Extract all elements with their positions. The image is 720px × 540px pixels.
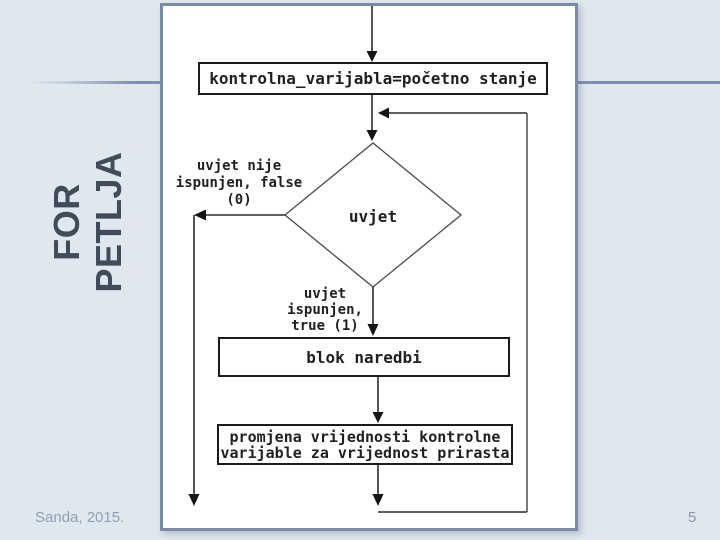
title-divider-right bbox=[578, 81, 720, 84]
exit-down-arrowhead bbox=[188, 494, 200, 506]
page-number: 5 bbox=[688, 509, 697, 526]
entry-arrowhead bbox=[366, 51, 378, 62]
condition-label: uvjet bbox=[348, 207, 398, 226]
slide-title: FOR PETLJA bbox=[46, 151, 129, 293]
flowchart-image-panel: kontrolna_varijabla=početno stanje uvjet… bbox=[160, 3, 578, 531]
slide-footer: Sanda, 2015. bbox=[35, 509, 125, 526]
false-label-line2: ispunjen, false bbox=[175, 175, 303, 191]
true-label-line3: true (1) bbox=[291, 318, 359, 334]
init-box-label: kontrolna_varijabla=početno stanje bbox=[209, 69, 537, 88]
block-box-label: blok naredbi bbox=[306, 347, 422, 367]
increment-exit-arrowhead bbox=[372, 494, 384, 506]
title-divider-left bbox=[30, 81, 160, 84]
flowchart-init-box: kontrolna_varijabla=početno stanje bbox=[198, 62, 548, 95]
increment-box-line1: promjena vrijednosti kontrolne bbox=[229, 427, 501, 446]
true-branch-arrowhead bbox=[367, 324, 379, 336]
condition-arrowhead bbox=[366, 130, 378, 141]
flowchart-connectors bbox=[188, 6, 528, 513]
increment-arrowhead bbox=[372, 412, 384, 423]
true-branch-label: uvjet ispunjen, true (1) bbox=[260, 286, 390, 334]
true-label-line2: ispunjen, bbox=[287, 302, 363, 318]
true-label-line1: uvjet bbox=[303, 286, 347, 302]
false-branch-label: uvjet nije ispunjen, false (0) bbox=[169, 158, 309, 209]
flowchart-increment-box: promjena vrijednosti kontrolne varijable… bbox=[217, 424, 513, 465]
increment-box-line2: varijable za vrijednost prirasta bbox=[220, 443, 510, 462]
flowchart-block-box: blok naredbi bbox=[218, 337, 510, 377]
false-label-line1: uvjet nije bbox=[196, 158, 282, 174]
false-label-line3: (0) bbox=[226, 192, 252, 208]
loopback-arrowhead bbox=[378, 107, 389, 119]
false-branch-arrowhead bbox=[194, 209, 206, 221]
